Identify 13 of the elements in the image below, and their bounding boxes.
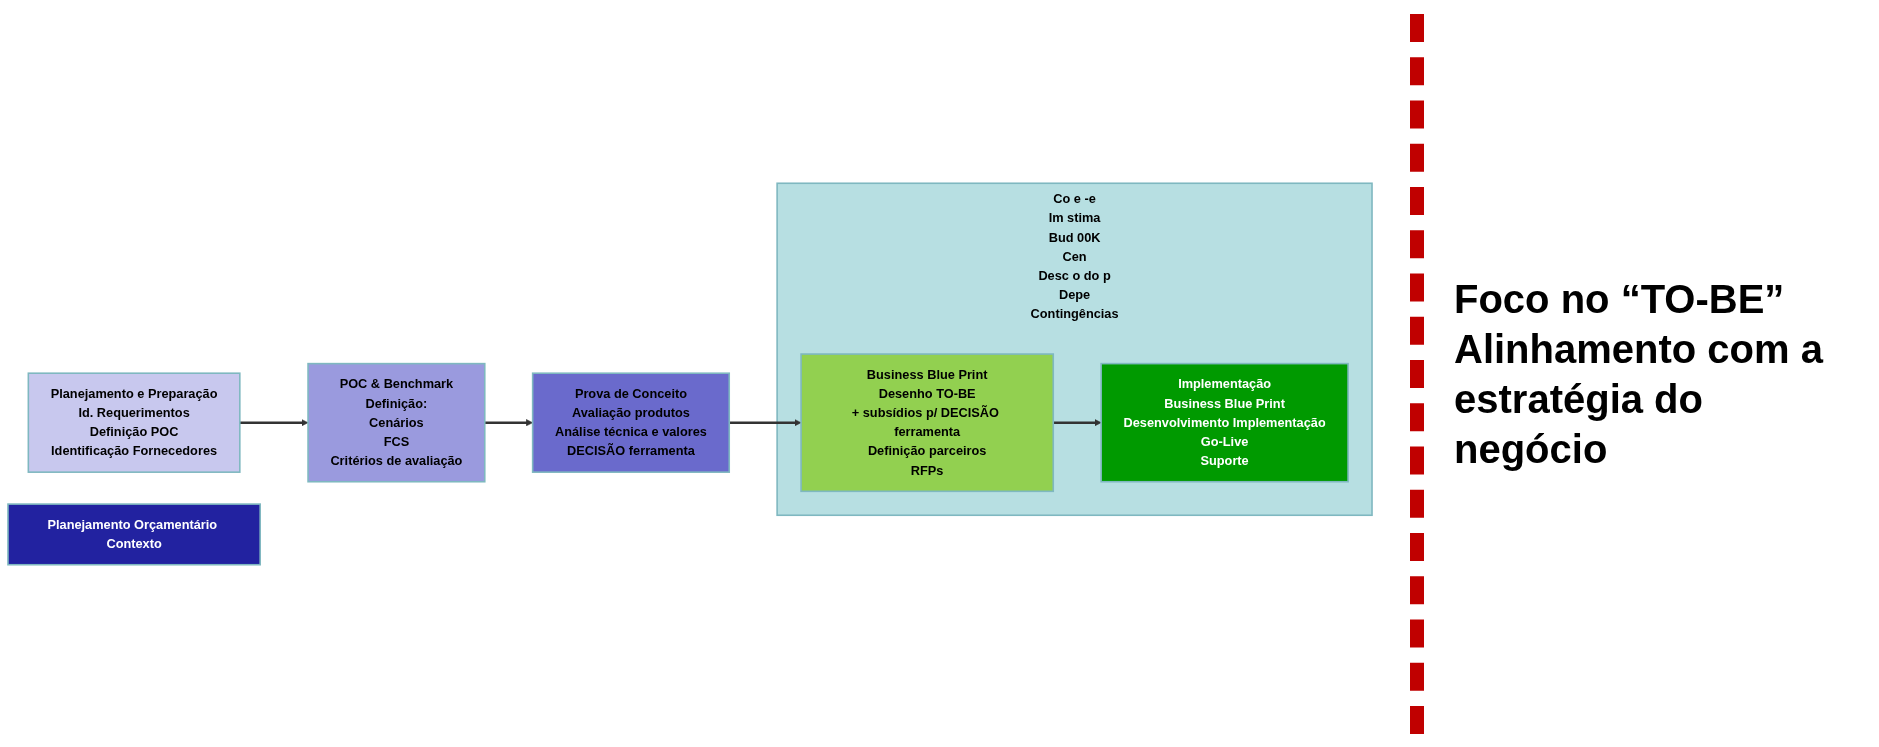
arrow	[1053, 418, 1102, 426]
dashed-divider-bar	[1410, 13, 1424, 734]
arrow	[729, 418, 802, 426]
note-text: Foco no “TO-BE”	[1454, 275, 1786, 323]
node-box: Business Blue Print Desenho TO-BE + subsídios p/ DECISÃO ferramenta Definição parceiros RFPs	[800, 352, 1055, 492]
arrow	[484, 418, 533, 426]
node-box: Prova de Conceito Avaliação produtos Análise técnica e valores DECISÃO ferramenta	[531, 371, 731, 473]
node-box: Planejamento Orçamentário Contexto	[7, 502, 261, 566]
node-box: Planejamento e Preparação Id. Requerimentos Definição POC Identificação Fornecedores	[27, 371, 241, 473]
node-box: POC & Benchmark Definição: Cenários FCS Critérios de avaliação	[307, 362, 486, 483]
node-box: Implementação Business Blue Print Desenvolvimento Implementação Go-Live Suporte	[1100, 362, 1349, 483]
arrow	[239, 418, 309, 426]
note-text: Alinhamento com a estratégia do negócio	[1454, 325, 1825, 473]
